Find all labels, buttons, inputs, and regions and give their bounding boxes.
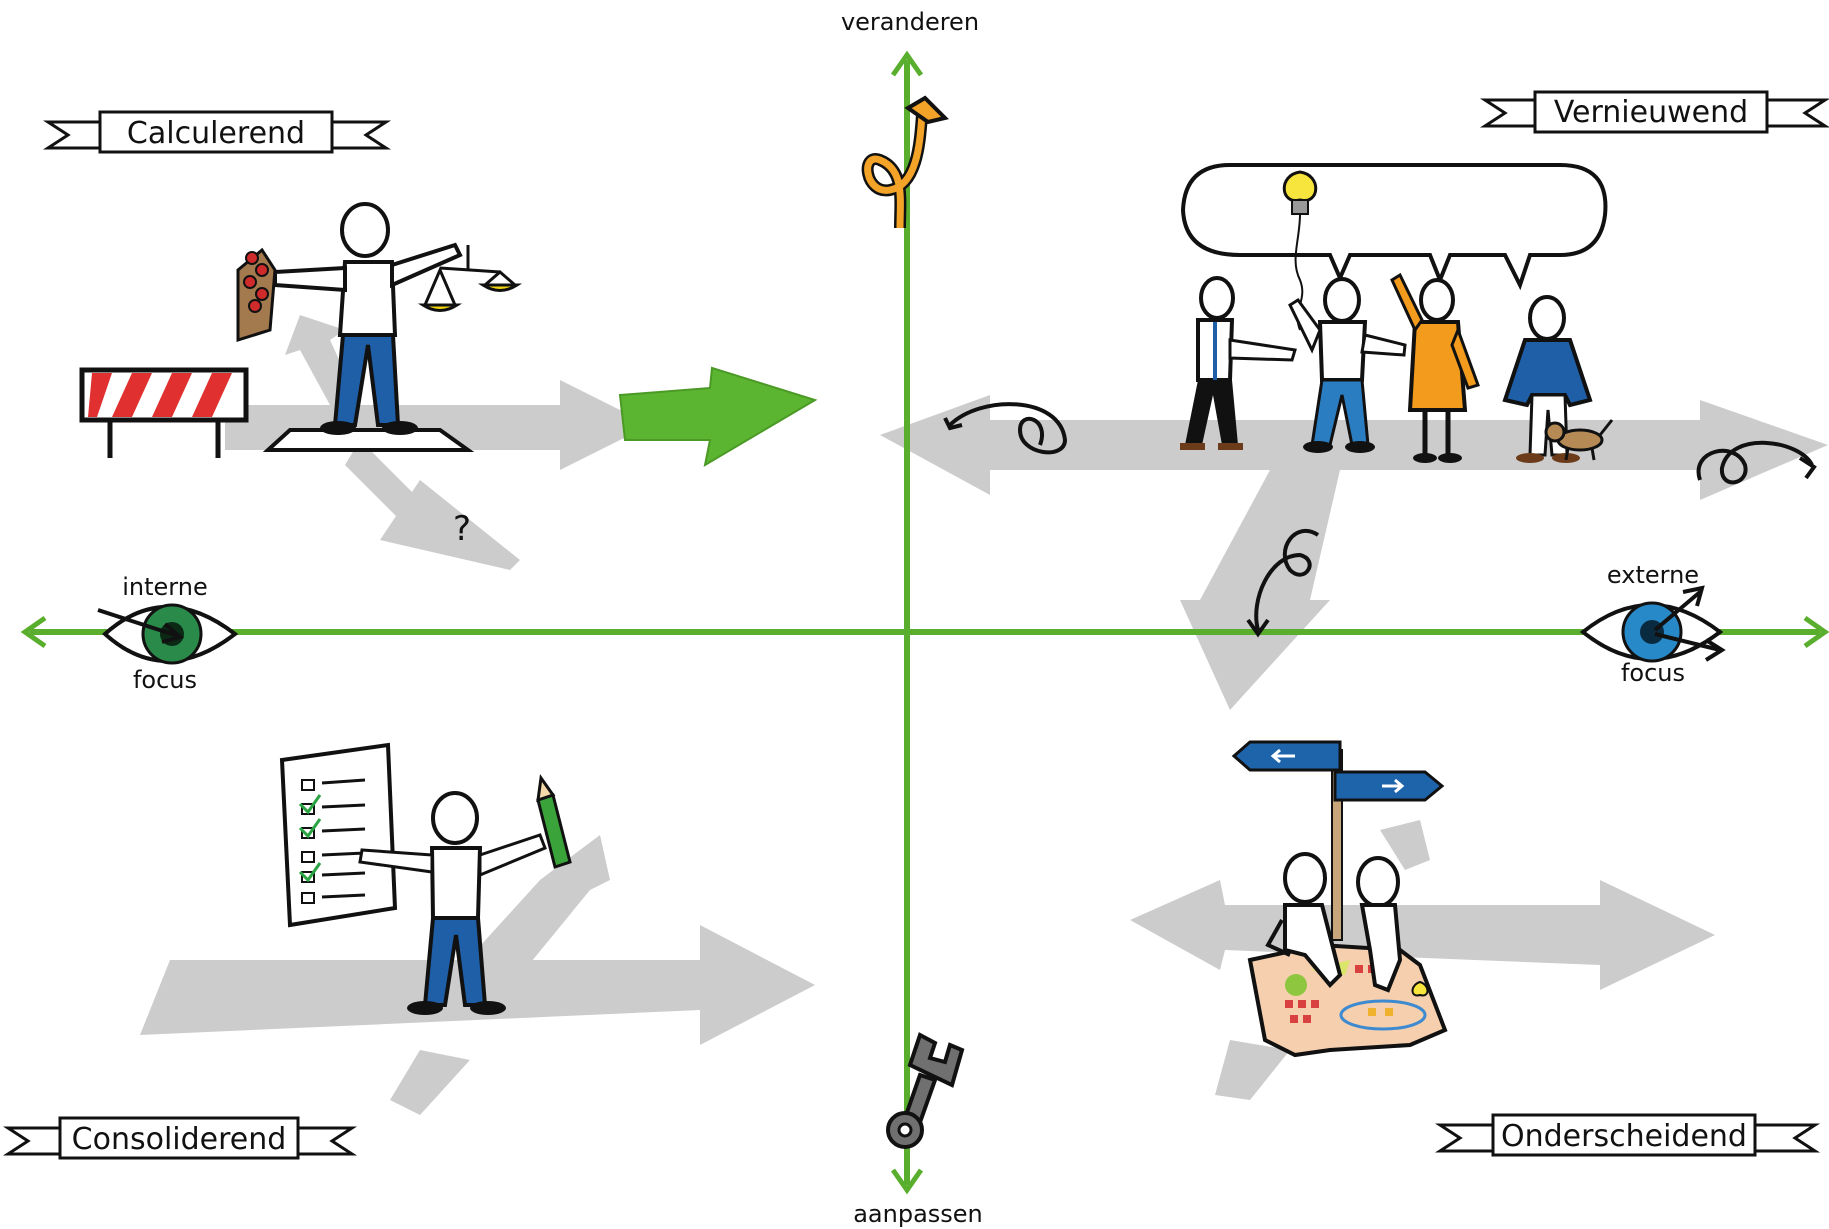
scales-icon (417, 245, 523, 312)
dog-icon (1544, 419, 1614, 461)
pencil-icon (536, 774, 572, 869)
person-reading-map-right (1356, 856, 1403, 993)
vertical-axis (890, 50, 924, 1195)
person-calculating (273, 202, 463, 435)
barrier-icon (79, 367, 249, 458)
checklist-icon (279, 742, 398, 928)
banner-label-consoliderend: Consoliderend (72, 1122, 287, 1157)
horizontal-axis (20, 615, 1829, 649)
banner-label-calculerend: Calculerend (127, 116, 305, 151)
banner-label-vernieuwend: Vernieuwend (1554, 95, 1748, 130)
map-icon (1247, 942, 1448, 1058)
green-forward-arrow (618, 366, 818, 468)
axis-label-right-top: externe (1607, 561, 1699, 589)
axis-label-right-bottom: focus (1621, 659, 1685, 687)
platform-icon (262, 428, 475, 452)
curly-arrow-icon (861, 95, 949, 229)
person-orange-raising-hand (1390, 272, 1480, 463)
money-bag-icon (236, 247, 277, 343)
axis-label-left-bottom: focus (133, 666, 197, 694)
person-listening (1288, 277, 1407, 453)
axis-label-top: veranderen (841, 8, 979, 36)
eye-icon-internal (97, 603, 239, 665)
loop-arrow-icon-right (1696, 440, 1817, 485)
person-checklist (358, 791, 547, 1015)
person-reading-map-left (1265, 852, 1343, 988)
axis-label-left-top: interne (122, 573, 207, 601)
axis-label-bottom: aanpassen (853, 1200, 983, 1228)
eye-icon-external (1579, 585, 1726, 663)
banner-consoliderend: Consoliderend (2, 1116, 358, 1160)
person-with-dog (1502, 295, 1593, 463)
banner-onderscheidend: Onderscheidend (1434, 1113, 1821, 1157)
banner-label-onderscheidend: Onderscheidend (1501, 1119, 1747, 1154)
loop-arrow-icon-down (1246, 528, 1320, 638)
wrench-icon (886, 1032, 965, 1149)
grey-arrows-bottom-right (1130, 820, 1715, 1100)
question-mark: ? (453, 509, 471, 549)
speech-bubble (1180, 163, 1608, 291)
banner-vernieuwend: Vernieuwend (1479, 90, 1829, 134)
person-pointing (1180, 276, 1297, 450)
signpost-icon (1231, 740, 1445, 941)
banner-calculerend: Calculerend (42, 110, 392, 154)
loop-arrow-icon-left (943, 402, 1068, 455)
